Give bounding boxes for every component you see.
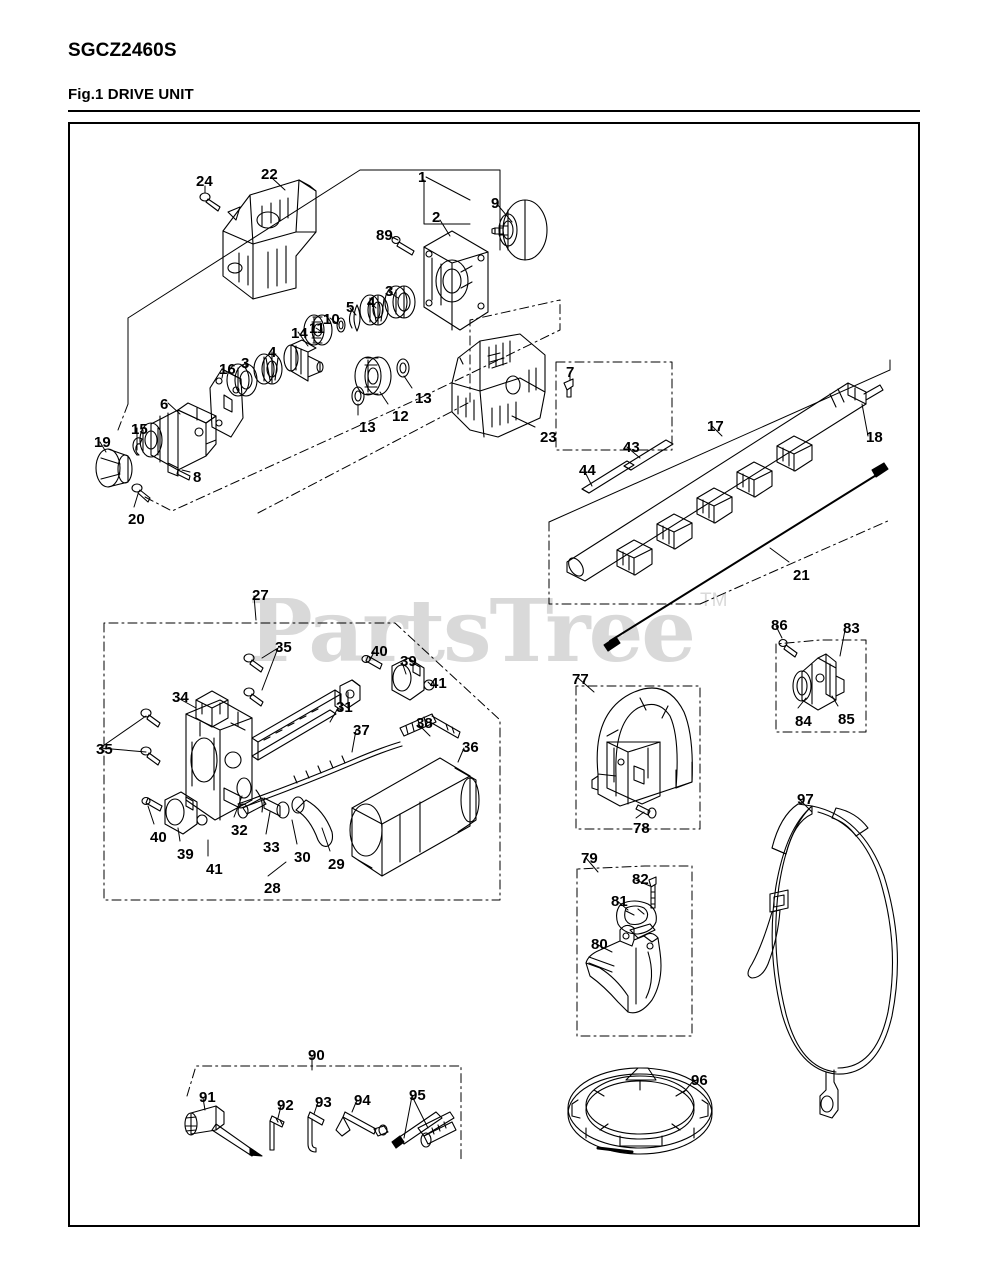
callout-10-9[interactable]: 10	[323, 311, 340, 328]
callout-92-63[interactable]: 92	[277, 1097, 294, 1114]
callout-20-19[interactable]: 20	[128, 511, 145, 528]
callout-31-36[interactable]: 31	[336, 699, 353, 716]
callout-94-65[interactable]: 94	[354, 1092, 371, 1109]
callout-96-60[interactable]: 96	[691, 1072, 708, 1089]
callout-39-33[interactable]: 39	[400, 653, 417, 670]
callout-4-7[interactable]: 4	[367, 294, 376, 311]
callout-13-20[interactable]: 13	[415, 390, 432, 407]
callout-83-52[interactable]: 83	[843, 620, 860, 637]
callout-7-24[interactable]: 7	[566, 364, 575, 381]
callout-6-15[interactable]: 6	[160, 396, 169, 413]
callout-37-38[interactable]: 37	[353, 722, 370, 739]
callout-95-66[interactable]: 95	[409, 1087, 426, 1104]
callout-9-5[interactable]: 9	[491, 195, 500, 212]
callout-11-10[interactable]: 11	[309, 320, 325, 337]
callout-79-56[interactable]: 79	[581, 850, 598, 867]
callout-12-21[interactable]: 12	[392, 408, 409, 425]
callout-84-53[interactable]: 84	[795, 713, 812, 730]
callout-1-2[interactable]: 1	[418, 169, 427, 186]
callout-3-6[interactable]: 3	[385, 283, 394, 300]
figure-title: Fig.1 DRIVE UNIT	[68, 86, 194, 103]
callout-4-12[interactable]: 4	[268, 344, 277, 361]
callout-14-11[interactable]: 14	[291, 325, 308, 342]
callout-5-8[interactable]: 5	[346, 299, 355, 316]
callout-22-1[interactable]: 22	[261, 166, 278, 183]
callout-40-32[interactable]: 40	[371, 643, 388, 660]
callout-82-57[interactable]: 82	[632, 871, 649, 888]
callout-89-3[interactable]: 89	[376, 227, 393, 244]
callout-90-61[interactable]: 90	[308, 1047, 325, 1064]
callout-34-35[interactable]: 34	[172, 689, 189, 706]
callout-35-37[interactable]: 35	[96, 741, 113, 758]
callout-27-30[interactable]: 27	[252, 587, 269, 604]
callout-15-16[interactable]: 15	[131, 421, 148, 438]
diagram-frame	[68, 122, 920, 1227]
callout-2-4[interactable]: 2	[432, 209, 441, 226]
page-title: SGCZ2460S	[68, 40, 177, 61]
callout-78-50[interactable]: 78	[633, 820, 650, 837]
watermark-trademark-icon: TM	[700, 590, 728, 611]
callout-80-59[interactable]: 80	[591, 936, 608, 953]
callout-91-62[interactable]: 91	[199, 1089, 216, 1106]
callout-81-58[interactable]: 81	[611, 893, 628, 910]
callout-23-23[interactable]: 23	[540, 429, 557, 446]
callout-41-34[interactable]: 41	[430, 675, 447, 692]
callout-3-13[interactable]: 3	[241, 355, 250, 372]
callout-40-41[interactable]: 40	[150, 829, 167, 846]
callout-32-44[interactable]: 32	[231, 822, 248, 839]
title-divider	[68, 110, 920, 112]
callout-77-49[interactable]: 77	[572, 671, 589, 688]
callout-43-27[interactable]: 43	[623, 439, 640, 456]
callout-97-55[interactable]: 97	[797, 791, 814, 808]
callout-38-39[interactable]: 38	[416, 715, 433, 732]
callout-93-64[interactable]: 93	[315, 1094, 332, 1111]
callout-29-47[interactable]: 29	[328, 856, 345, 873]
callout-21-29[interactable]: 21	[793, 567, 810, 584]
callout-18-26[interactable]: 18	[866, 429, 883, 446]
callout-85-54[interactable]: 85	[838, 711, 855, 728]
callout-41-43[interactable]: 41	[206, 861, 223, 878]
callout-19-17[interactable]: 19	[94, 434, 111, 451]
callout-33-45[interactable]: 33	[263, 839, 280, 856]
callout-13-22[interactable]: 13	[359, 419, 376, 436]
callout-28-48[interactable]: 28	[264, 880, 281, 897]
callout-16-14[interactable]: 16	[219, 361, 236, 378]
callout-39-42[interactable]: 39	[177, 846, 194, 863]
callout-24-0[interactable]: 24	[196, 173, 213, 190]
callout-86-51[interactable]: 86	[771, 617, 788, 634]
watermark-text: PartsTree	[248, 581, 696, 682]
callout-17-25[interactable]: 17	[707, 418, 724, 435]
callout-8-18[interactable]: 8	[193, 469, 202, 486]
callout-30-46[interactable]: 30	[294, 849, 311, 866]
callout-36-40[interactable]: 36	[462, 739, 479, 756]
callout-35-31[interactable]: 35	[275, 639, 292, 656]
callout-44-28[interactable]: 44	[579, 462, 596, 479]
